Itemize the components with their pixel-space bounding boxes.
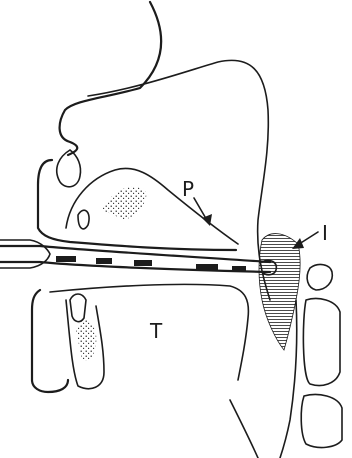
catheter-marking — [232, 266, 246, 272]
pharyngeal-tissue-hatch — [259, 234, 300, 350]
label-p: P — [182, 177, 194, 201]
vertebra-1 — [307, 265, 332, 290]
catheter-tube-upper-edge — [0, 246, 270, 262]
nasal-cavity-outline — [88, 60, 270, 300]
vertebra-3 — [301, 395, 342, 448]
neck-profile — [230, 400, 258, 458]
lower-jaw-outline — [32, 290, 68, 392]
lower-tooth — [70, 294, 86, 322]
hard-palate-bone — [66, 168, 238, 244]
face-profile-outline — [60, 2, 162, 155]
catheter-marking — [96, 258, 112, 264]
catheter-marking — [56, 256, 76, 262]
mandible-bone-stipple — [76, 320, 96, 361]
label-t: T — [149, 319, 163, 343]
catheter-marking — [134, 260, 152, 266]
alveolar-mark — [78, 210, 89, 229]
catheter-connector — [0, 240, 50, 268]
catheter-marking — [196, 264, 218, 270]
label-i: I — [322, 221, 328, 245]
vertebra-2 — [303, 299, 340, 386]
palate-bone-stipple — [102, 187, 146, 220]
